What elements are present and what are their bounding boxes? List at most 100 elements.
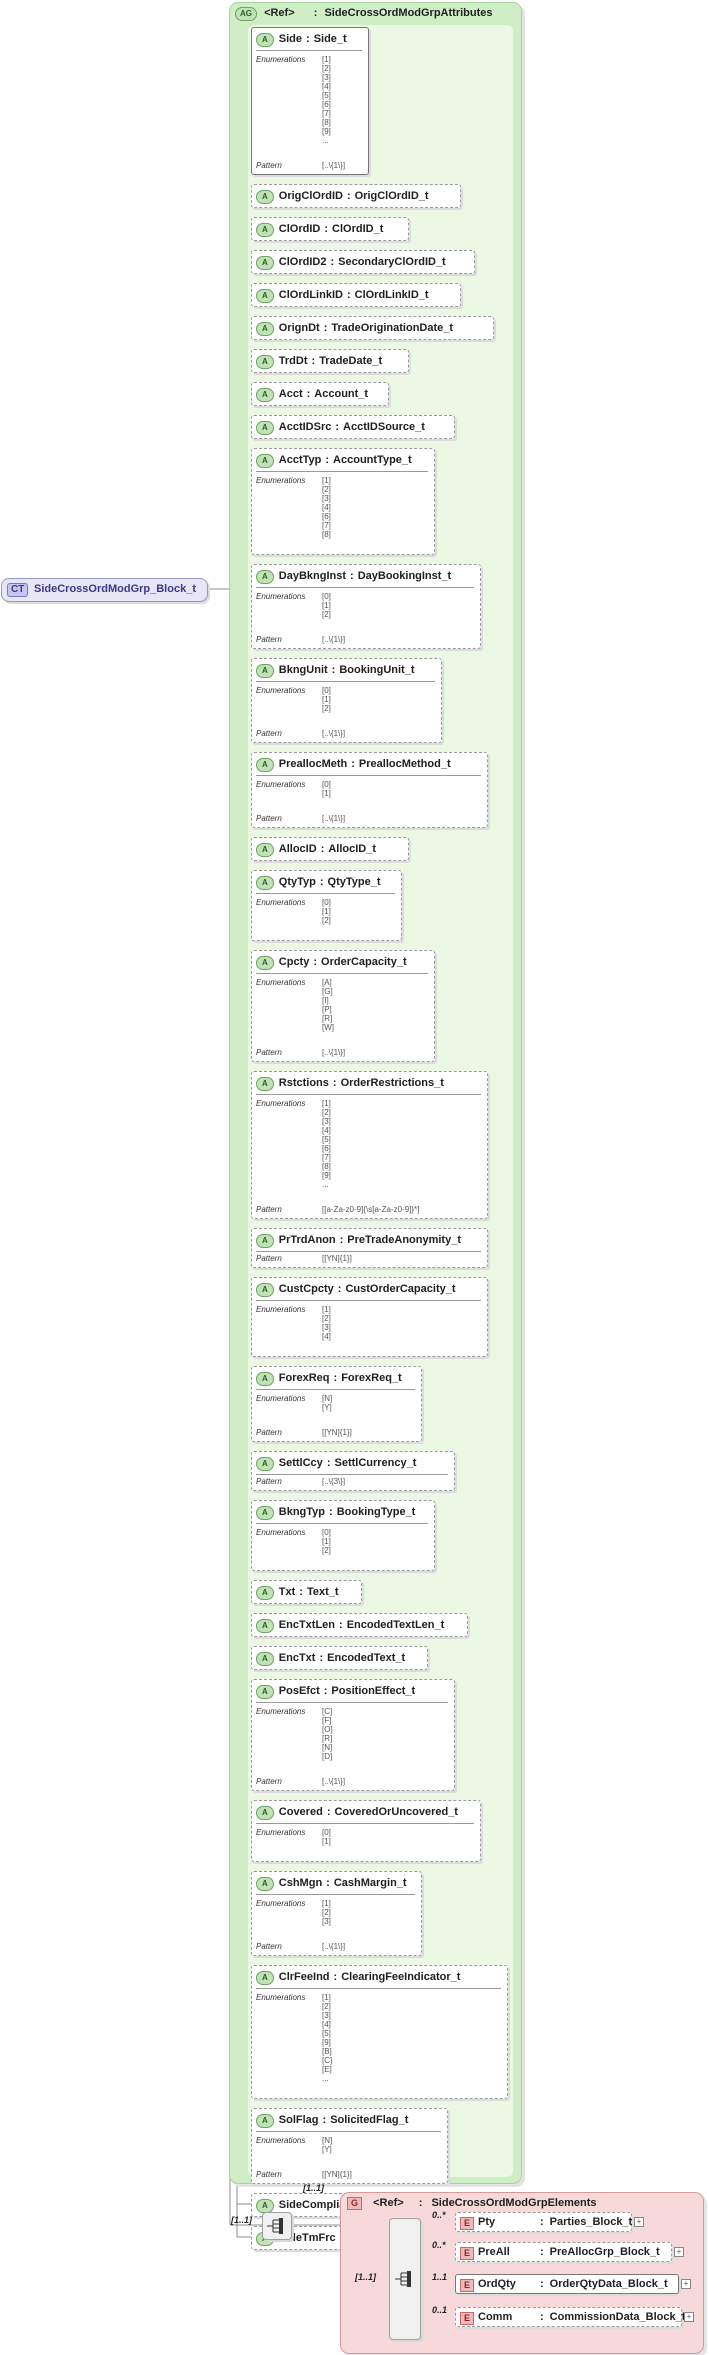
attribute-type: SettlCurrency_t: [334, 1457, 417, 1469]
attribute-name: QtyTyp: [278, 876, 316, 888]
pattern-label: Pattern: [256, 1254, 282, 1263]
enumeration-value: ...: [322, 1180, 329, 1189]
attribute-type: Text_t: [306, 1586, 339, 1598]
pattern-label: Pattern: [256, 1942, 282, 1951]
attribute-badge: A: [256, 421, 274, 435]
attribute-badge: A: [256, 1586, 274, 1600]
sequence-compositor[interactable]: [262, 2212, 292, 2240]
pattern-label: Pattern: [256, 1428, 282, 1437]
element-badge: E: [460, 2279, 475, 2292]
enumeration-value: [9]: [322, 127, 331, 136]
attribute-name: PosEfct: [278, 1685, 320, 1697]
attribute-type: OrigClOrdID_t: [354, 190, 429, 202]
enumeration-value: [6]: [322, 100, 331, 109]
attribute-separator: :: [306, 33, 310, 45]
expand-icon[interactable]: +: [681, 2279, 691, 2289]
element-type-name: PreAllocGrp_Block_t: [549, 2246, 660, 2258]
attribute-badge: A: [256, 1619, 274, 1633]
attribute-type: ClOrdID_t: [332, 223, 384, 235]
attribute-badge: A: [256, 1234, 274, 1248]
element-type-name: OrderQtyData_Block_t: [549, 2278, 668, 2290]
attribute-separator: :: [299, 1586, 303, 1598]
enumeration-value: [F]: [322, 1716, 332, 1725]
attribute-separator: :: [332, 1077, 337, 1089]
enumeration-value: [2]: [322, 485, 331, 494]
enumeration-value: [7]: [322, 1153, 331, 1162]
enumerations-label: Enumerations: [256, 780, 306, 789]
attribute-separator: :: [346, 289, 351, 301]
enumeration-value: [3]: [322, 1917, 331, 1926]
sequence-icon: [395, 2271, 411, 2287]
attribute-name: PrTrdAnon: [278, 1234, 336, 1246]
attribute-name: AllocID: [278, 843, 317, 855]
attribute-name: ClOrdID2: [278, 256, 327, 268]
element-badge: E: [460, 2312, 475, 2325]
enumeration-value: [2]: [322, 1108, 331, 1117]
attribute-separator: :: [313, 956, 318, 968]
expand-icon[interactable]: +: [684, 2312, 694, 2322]
enumeration-value: [8]: [322, 530, 331, 539]
expand-icon[interactable]: +: [674, 2247, 684, 2257]
pattern-value: [[YN]{1}]: [322, 1428, 352, 1437]
attribute-separator: :: [346, 190, 351, 202]
pattern-label: Pattern: [256, 1205, 282, 1214]
element-occurrence: 0..*: [432, 2240, 446, 2250]
enumeration-value: ...: [322, 136, 329, 145]
complex-type-box[interactable]: CT SideCrossOrdModGrp_Block_t: [1, 578, 208, 602]
complex-type-badge: CT: [7, 583, 29, 597]
attribute-type: AccountType_t: [333, 454, 412, 466]
attribute-separator: :: [351, 758, 355, 770]
attribute-separator: :: [324, 223, 329, 235]
attribute-type: AcctIDSource_t: [343, 421, 425, 433]
attribute-name: SettlCcy: [278, 1457, 323, 1469]
pattern-label: Pattern: [256, 814, 282, 823]
attribute-badge: A: [256, 1971, 274, 1985]
attribute-badge: A: [256, 355, 274, 369]
pattern-value: [..\{1\}]: [322, 161, 346, 170]
inner-sequence-compositor[interactable]: [389, 2218, 421, 2340]
expand-icon[interactable]: +: [634, 2217, 644, 2227]
attribute-badge: A: [256, 1877, 274, 1891]
pattern-value: [..\{1\}]: [322, 1048, 346, 1057]
pattern-value: [..\{1\}]: [322, 1777, 346, 1786]
